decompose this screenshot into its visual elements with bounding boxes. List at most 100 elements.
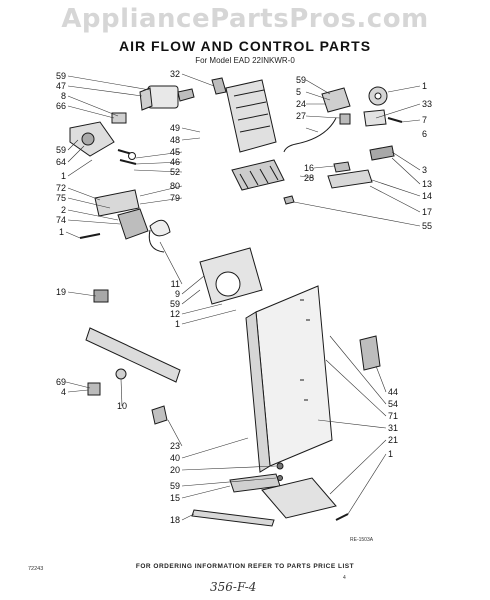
callout-55: 55 — [422, 221, 432, 231]
callout-59: 59 — [56, 71, 66, 81]
callout-59: 59 — [56, 145, 66, 155]
drawing-number: RE-1503A — [350, 537, 374, 543]
part-sensor-bulb — [339, 113, 351, 125]
part-screw-6 — [387, 117, 403, 123]
handwritten-note: 356-F-4 — [210, 580, 257, 594]
part-connector — [177, 88, 195, 102]
part-tray-21 — [261, 477, 337, 519]
callout-31: 31 — [388, 423, 398, 433]
callout-24: 24 — [296, 99, 306, 109]
callout-1: 1 — [175, 319, 180, 329]
part-air-channel — [225, 79, 277, 153]
callout-40: 40 — [170, 453, 180, 463]
callout-17: 17 — [422, 207, 432, 217]
part-air-channel-ribs — [233, 89, 271, 133]
part-knob — [81, 132, 95, 146]
tiny-mark: 4 — [343, 575, 346, 581]
callout-59: 59 — [170, 299, 180, 309]
part-screw-2 — [119, 159, 137, 165]
part-motor-bracket — [139, 87, 153, 111]
callout-59: 59 — [170, 481, 180, 491]
callout-5: 5 — [296, 87, 301, 97]
part-strip-18 — [191, 509, 275, 527]
callout-48: 48 — [170, 135, 180, 145]
ordering-note: FOR ORDERING INFORMATION REFER TO PARTS … — [135, 563, 355, 570]
part-screw-3 — [79, 233, 101, 239]
part-knob-bracket-7 — [363, 109, 387, 127]
part-fitting-4 — [87, 382, 101, 396]
model-subtitle: For Model EAD 22INKWR-0 — [195, 56, 295, 65]
part-pad — [111, 112, 127, 124]
callout-47: 47 — [56, 81, 66, 91]
callout-20: 20 — [170, 465, 180, 475]
part-bracket-14 — [327, 169, 373, 189]
callout-7: 7 — [422, 115, 427, 125]
callout-13: 13 — [422, 179, 432, 189]
callout-3: 3 — [422, 165, 427, 175]
callout-72: 72 — [56, 183, 66, 193]
callout-23: 23 — [170, 441, 180, 451]
callout-33: 33 — [422, 99, 432, 109]
part-cover-holes — [300, 299, 310, 401]
callout-11: 11 — [171, 279, 180, 289]
callout-46: 46 — [170, 157, 180, 167]
callout-10: 10 — [117, 401, 127, 411]
callout-45: 45 — [170, 147, 180, 157]
callout-1: 1 — [61, 171, 66, 181]
callout-6: 6 — [422, 129, 427, 139]
part-damper-44 — [359, 335, 381, 371]
part-shroud-opening — [215, 271, 241, 297]
callout-71: 71 — [388, 411, 398, 421]
page-title: AIR FLOW AND CONTROL PARTS — [118, 38, 372, 54]
callout-49: 49 — [170, 123, 180, 133]
callout-1: 1 — [59, 227, 64, 237]
part-clip-55 — [283, 195, 295, 205]
callout-1: 1 — [388, 449, 393, 459]
callout-21: 21 — [388, 435, 398, 445]
callout-19: 19 — [56, 287, 66, 297]
part-fan-motor — [117, 208, 149, 240]
callout-27: 27 — [296, 111, 306, 121]
callout-16: 16 — [304, 163, 314, 173]
part-fan-blade — [149, 219, 171, 237]
callout-12: 12 — [170, 309, 180, 319]
part-switch-19 — [93, 289, 109, 303]
callout-59: 59 — [296, 75, 306, 85]
callout-75: 75 — [56, 193, 66, 203]
callout-66: 66 — [56, 101, 66, 111]
part-screw-1b — [335, 513, 349, 521]
part-drain-trough — [85, 327, 181, 383]
callout-79: 79 — [170, 193, 180, 203]
callout-44: 44 — [388, 387, 398, 397]
callout-52: 52 — [170, 167, 180, 177]
part-clip-23 — [151, 405, 168, 425]
corner-code: 72243 — [28, 566, 44, 572]
part-washer — [128, 152, 136, 160]
callout-74: 74 — [56, 215, 66, 225]
callout-80: 80 — [170, 181, 180, 191]
part-grille-28 — [231, 159, 285, 191]
callout-64: 64 — [56, 157, 66, 167]
callout-1: 1 — [422, 81, 427, 91]
callout-14: 14 — [422, 191, 432, 201]
part-dial-center — [374, 92, 382, 100]
part-fan-blade-2 — [148, 229, 165, 253]
callout-69: 69 — [56, 377, 66, 387]
part-switch-13 — [369, 145, 395, 161]
part-screw-59b — [277, 475, 283, 481]
part-damper-motor — [147, 85, 179, 109]
part-thermostat — [321, 87, 351, 113]
callout-54: 54 — [388, 399, 398, 409]
callout-32: 32 — [170, 69, 180, 79]
part-grille-slots — [239, 165, 279, 189]
watermark: AppliancePartsPros.com — [61, 4, 429, 34]
callout-18: 18 — [170, 515, 180, 525]
callout-9: 9 — [175, 289, 180, 299]
part-capillary-tube — [283, 117, 337, 153]
part-fitting-10 — [115, 368, 127, 380]
callout-2: 2 — [61, 205, 66, 215]
part-bracket-72 — [94, 189, 140, 217]
callout-4: 4 — [61, 387, 66, 397]
callout-8: 8 — [61, 91, 66, 101]
